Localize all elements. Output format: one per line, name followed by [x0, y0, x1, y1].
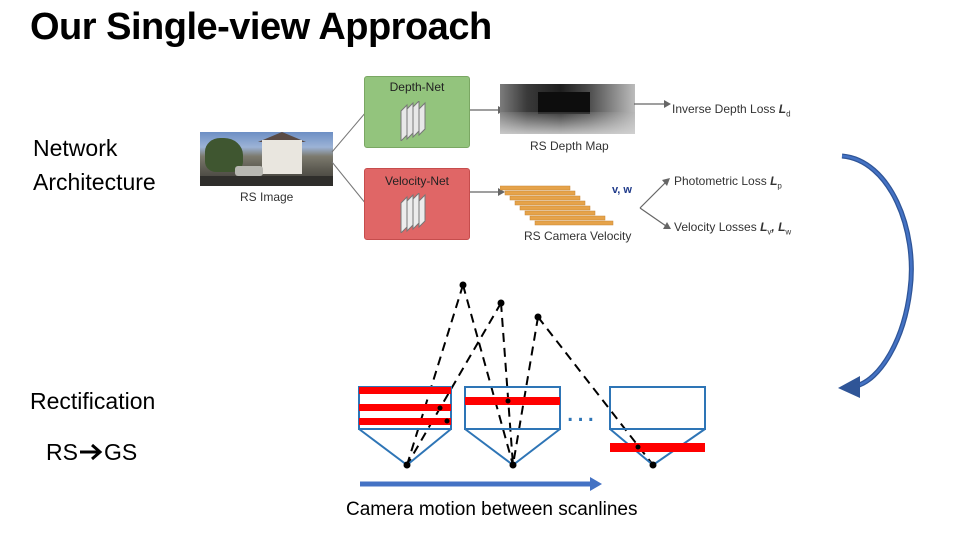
rs-depth-map	[500, 84, 635, 134]
velocity-losses-text: Velocity Losses	[674, 220, 757, 234]
input-connectors	[331, 111, 367, 205]
depth-net-box: Depth-Net	[364, 76, 470, 148]
velocity-loss-sub2: w	[785, 227, 792, 237]
rs-to-gs-label: RS GS	[46, 435, 137, 469]
photometric-symbol: L	[770, 174, 778, 188]
velocity-symbols: v, w	[612, 184, 632, 196]
photometric-loss-label: Photometric Loss Lp	[674, 174, 782, 190]
conv-layers-icon	[400, 101, 426, 141]
velocity-loss-sep: , L	[771, 220, 786, 234]
rs-label: RS	[46, 439, 78, 465]
velocity-net-box: Velocity-Net	[364, 168, 470, 240]
velocity-loss-sub1: v	[767, 227, 772, 237]
inverse-depth-loss-text: Inverse Depth Loss	[672, 102, 776, 116]
rs-depth-map-label: RS Depth Map	[530, 139, 609, 153]
conv-layers-icon	[400, 193, 426, 233]
inverse-depth-sub: d	[786, 109, 791, 119]
photometric-sub: p	[777, 181, 782, 191]
inverse-depth-symbol: L	[778, 102, 787, 116]
network-architecture-label: Network Architecture	[33, 131, 156, 199]
ellipsis: ...	[566, 395, 598, 428]
rs-input-image	[200, 132, 333, 186]
rs-image-label: RS Image	[240, 190, 294, 204]
slide-title: Our Single-view Approach	[30, 6, 492, 48]
inverse-depth-loss-label: Inverse Depth Loss Ld	[672, 102, 791, 118]
photometric-loss-text: Photometric Loss	[674, 174, 767, 188]
camera-frame-1	[358, 386, 452, 467]
rectification-diagram	[358, 281, 706, 491]
camera-motion-caption: Camera motion between scanlines	[346, 499, 638, 520]
network-label-line1: Network	[33, 135, 118, 161]
rs-camera-velocity-bars	[500, 185, 614, 226]
gs-label: GS	[103, 439, 138, 465]
velocity-loss-symbol: L	[760, 220, 768, 234]
network-label-line2: Architecture	[33, 169, 156, 195]
loss-arrows	[634, 100, 671, 229]
velocity-losses-label: Velocity Losses Lv, Lw	[674, 220, 791, 236]
right-arrow-icon	[79, 443, 103, 461]
velocity-net-label: Velocity-Net	[384, 174, 450, 188]
camera-frame-3	[609, 386, 706, 467]
rectification-label: Rectification	[30, 388, 156, 414]
curved-flow-arrow	[838, 153, 914, 398]
depth-net-label: Depth-Net	[389, 80, 445, 94]
rs-camera-velocity-label: RS Camera Velocity	[524, 229, 632, 243]
